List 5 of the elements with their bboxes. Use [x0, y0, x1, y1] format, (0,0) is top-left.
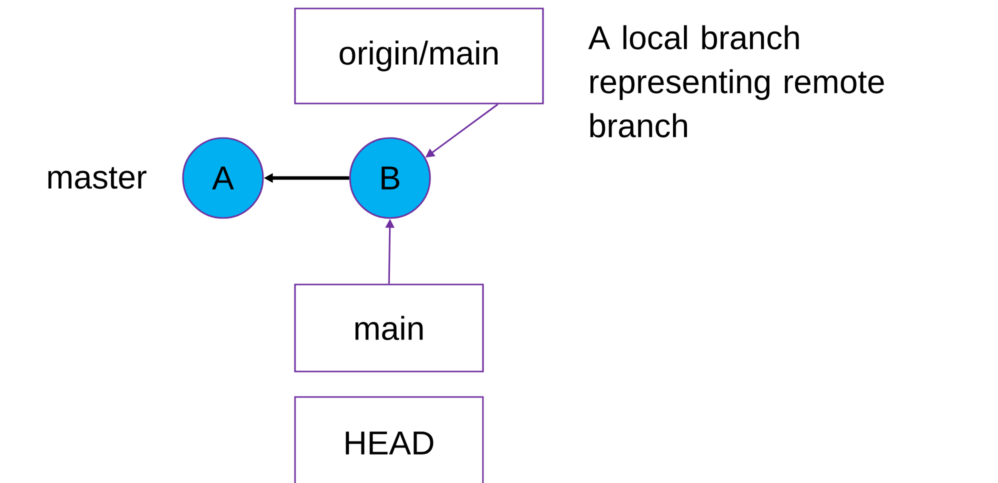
branch-box: main	[294, 284, 484, 372]
note-text: A local branch representing remote branch	[588, 25, 884, 138]
branch-box: HEAD	[294, 396, 484, 483]
branch-label: master	[48, 167, 146, 189]
branch-box: origin/main	[294, 8, 544, 104]
